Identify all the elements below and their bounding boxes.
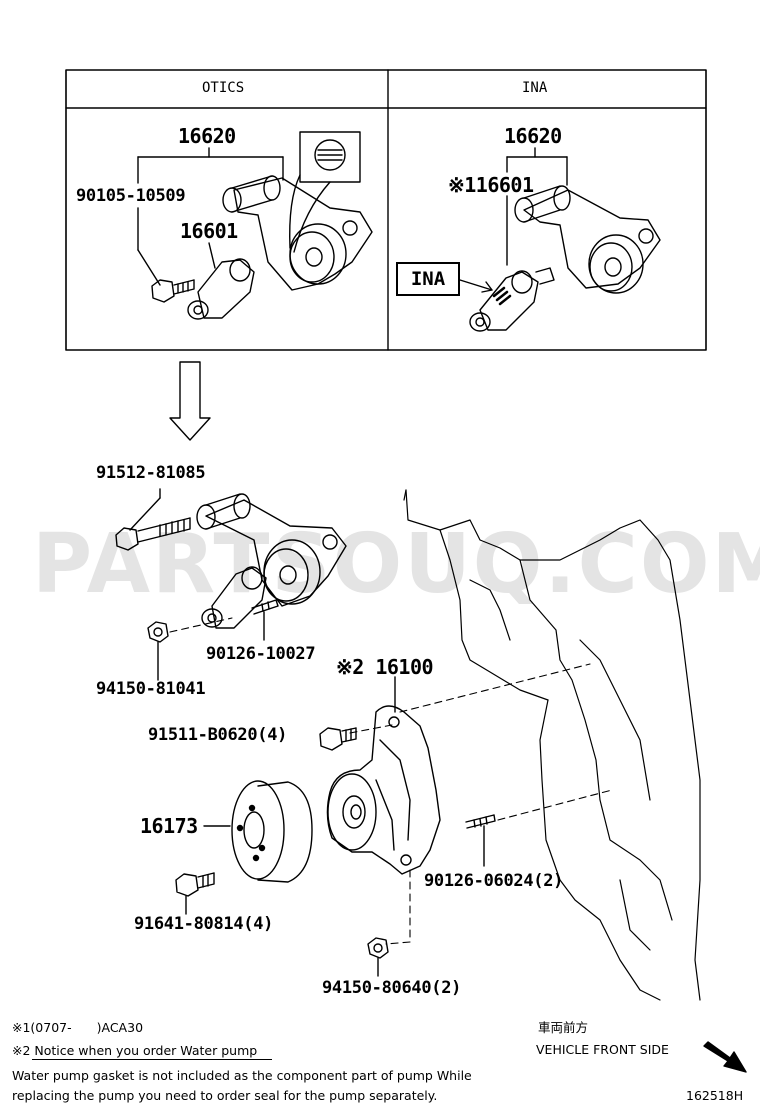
label-16620-otics[interactable]: 16620: [178, 124, 236, 148]
label-16100[interactable]: ※2 16100: [336, 655, 434, 679]
label-91511-b0620[interactable]: 91511-B0620(4): [148, 725, 288, 745]
label-16173[interactable]: 16173: [140, 814, 198, 838]
water-pump-pulley-drawing: [175, 780, 313, 915]
ina-tensioner-drawing: [459, 147, 661, 332]
note-2-underline: [32, 1059, 272, 1060]
label-94150-80640[interactable]: 94150-80640(2): [322, 978, 462, 998]
ina-header: INA: [522, 80, 548, 96]
note-3: Water pump gasket is not included as the…: [12, 1068, 472, 1083]
engine-block-outline: [403, 489, 701, 1001]
label-91512-81085[interactable]: 91512-81085: [96, 463, 206, 483]
vehicle-front-arrow: [703, 1041, 747, 1073]
label-91641-80814[interactable]: 91641-80814(4): [134, 914, 274, 934]
label-94150-81041[interactable]: 94150-81041: [96, 679, 206, 699]
label-90105-10509[interactable]: 90105-10509: [76, 186, 186, 206]
note-2: ※2 Notice when you order Water pump: [12, 1043, 258, 1058]
otics-tensioner-drawing: [137, 131, 373, 320]
vehicle-front-en: VEHICLE FRONT SIDE: [536, 1042, 669, 1057]
variant-panel-frame: [65, 69, 707, 351]
main-tensioner-drawing: [115, 488, 347, 681]
vehicle-front-jp: 車両前方: [538, 1020, 589, 1035]
watermark: PARTSOUQ.COM: [32, 517, 760, 612]
diagram-id: 162518H: [686, 1088, 744, 1103]
note-1: ※1(0707- )ACA30: [12, 1020, 144, 1035]
label-16601-ina[interactable]: ※116601: [448, 173, 534, 197]
label-90126-10027[interactable]: 90126-10027: [206, 644, 316, 664]
label-16620-ina[interactable]: 16620: [504, 124, 562, 148]
note-4: replacing the pump you need to order sea…: [12, 1088, 438, 1103]
otics-header: OTICS: [202, 80, 245, 96]
label-16601-otics[interactable]: 16601: [180, 219, 238, 243]
down-arrow: [169, 361, 211, 441]
ina-callout-label: INA: [396, 262, 460, 296]
label-90126-06024[interactable]: 90126-06024(2): [424, 871, 564, 891]
water-pump-drawing: [319, 676, 496, 977]
